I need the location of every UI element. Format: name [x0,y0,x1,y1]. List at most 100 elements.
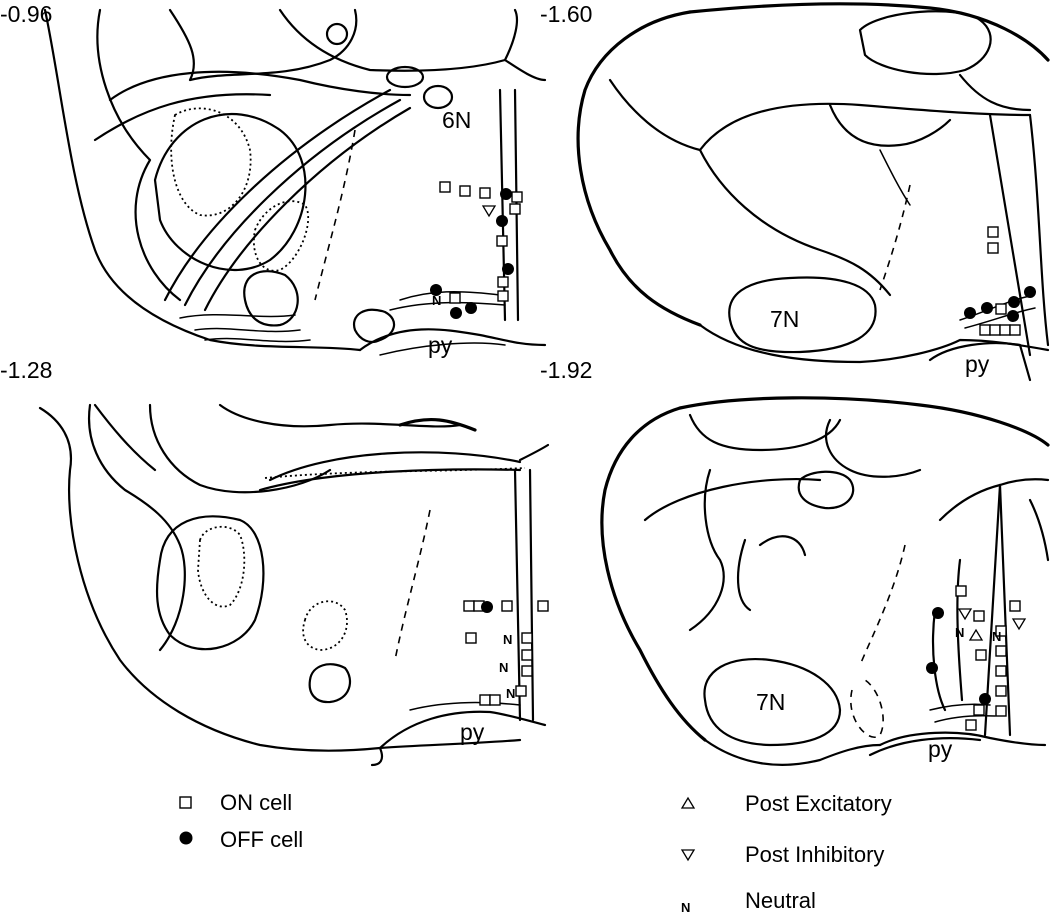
post-inhibitory-marker [957,608,973,621]
panel-coordinate: -1.60 [540,1,592,27]
on-cell-marker [995,625,1007,637]
off-cell-marker [481,601,493,613]
region-label-6N: 6N [442,107,471,133]
legend-item-on-cell: ON cell [179,790,292,815]
legend-label-post-inhibitory: Post Inhibitory [745,842,884,867]
on-cell-marker [973,610,985,622]
legend-item-off-cell: OFF cell [179,827,303,852]
legend-item-neutral: N Neutral [681,888,816,915]
on-cell-marker [449,292,461,304]
post-excitatory-marker [968,628,984,641]
neutral-marker: N [499,660,508,675]
neutral-icon: N [681,900,690,915]
on-cell-marker [975,649,987,661]
on-cell-icon [179,796,192,809]
on-cell-marker [995,705,1007,717]
on-cell-marker [479,694,491,706]
on-cell-marker [496,235,508,247]
on-cell-marker [515,685,527,697]
on-cell-marker [987,242,999,254]
on-cell-marker [521,665,533,677]
cell-markers: N N N [463,600,549,706]
section-outline: 7N py [576,2,1050,382]
off-cell-marker [500,188,512,200]
on-cell-marker [995,685,1007,697]
cell-markers [964,226,1036,336]
on-cell-marker [999,324,1011,336]
section-outline: py [38,403,550,767]
off-cell-marker [932,607,944,619]
neutral-marker: N [955,625,964,640]
on-cell-marker [465,632,477,644]
on-cell-marker [463,600,475,612]
on-cell-marker [989,324,1001,336]
panel-coordinate: -1.28 [0,357,52,383]
panel-bottom-right: -1.92 7N py [540,357,1050,766]
on-cell-marker [479,187,491,199]
legend-item-post-inhibitory: Post Inhibitory [680,842,884,867]
region-label-7N: 7N [756,689,785,715]
on-cell-marker [501,600,513,612]
on-cell-marker [537,600,549,612]
off-cell-marker [502,263,514,275]
off-cell-marker [979,693,991,705]
region-label-py: py [428,332,453,358]
legend-item-post-excitatory: Post Excitatory [680,791,892,816]
off-cell-marker [1024,286,1036,298]
on-cell-marker [521,632,533,644]
off-cell-marker [496,215,508,227]
on-cell-marker [497,290,509,302]
off-cell-icon [179,831,193,845]
panel-top-right: -1.60 7N py [540,1,1050,382]
region-label-py: py [460,719,485,745]
cell-markers: N N [926,585,1027,731]
off-cell-marker [450,307,462,319]
on-cell-marker [965,719,977,731]
triangle-up-icon [680,796,696,809]
panel-coordinate: -1.92 [540,357,592,383]
on-cell-marker [979,324,991,336]
on-cell-marker [995,665,1007,677]
neutral-marker: N [503,632,512,647]
on-cell-marker [511,191,523,203]
triangle-down-icon [680,849,696,862]
on-cell-marker [489,694,501,706]
neutral-marker: N [432,293,441,308]
off-cell-marker [430,284,442,296]
panel-coordinate: -0.96 [0,1,52,27]
region-label-7N: 7N [770,306,799,332]
panel-bottom-left: -1.28 py [0,357,550,767]
off-cell-marker [1007,310,1019,322]
off-cell-marker [465,302,477,314]
on-cell-marker [497,276,509,288]
region-label-py: py [965,351,990,377]
on-cell-marker [1009,324,1021,336]
off-cell-marker [964,307,976,319]
panel-top-left: -0.96 6N [0,1,547,358]
on-cell-marker [955,585,967,597]
on-cell-marker [509,203,521,215]
region-label-py: py [928,736,953,762]
on-cell-marker [521,649,533,661]
on-cell-marker [439,181,451,193]
legend-label-off-cell: OFF cell [220,827,303,852]
section-outline: 7N py [600,396,1050,766]
neutral-marker: N [506,686,515,701]
legend-label-on-cell: ON cell [220,790,292,815]
on-cell-marker [995,303,1007,315]
neutral-marker: N [992,629,1001,644]
off-cell-marker [1008,296,1020,308]
on-cell-marker [987,226,999,238]
on-cell-marker [995,645,1007,657]
off-cell-marker [981,302,993,314]
cell-markers: N [430,181,523,319]
post-inhibitory-marker [1011,618,1027,631]
on-cell-marker [1009,600,1021,612]
legend-label-neutral: Neutral [745,888,816,913]
post-inhibitory-marker [481,205,497,218]
legend: ON cell OFF cell Post Excitatory Post In… [179,790,892,915]
legend-label-post-excitatory: Post Excitatory [745,791,892,816]
off-cell-marker [926,662,938,674]
on-cell-marker [459,185,471,197]
